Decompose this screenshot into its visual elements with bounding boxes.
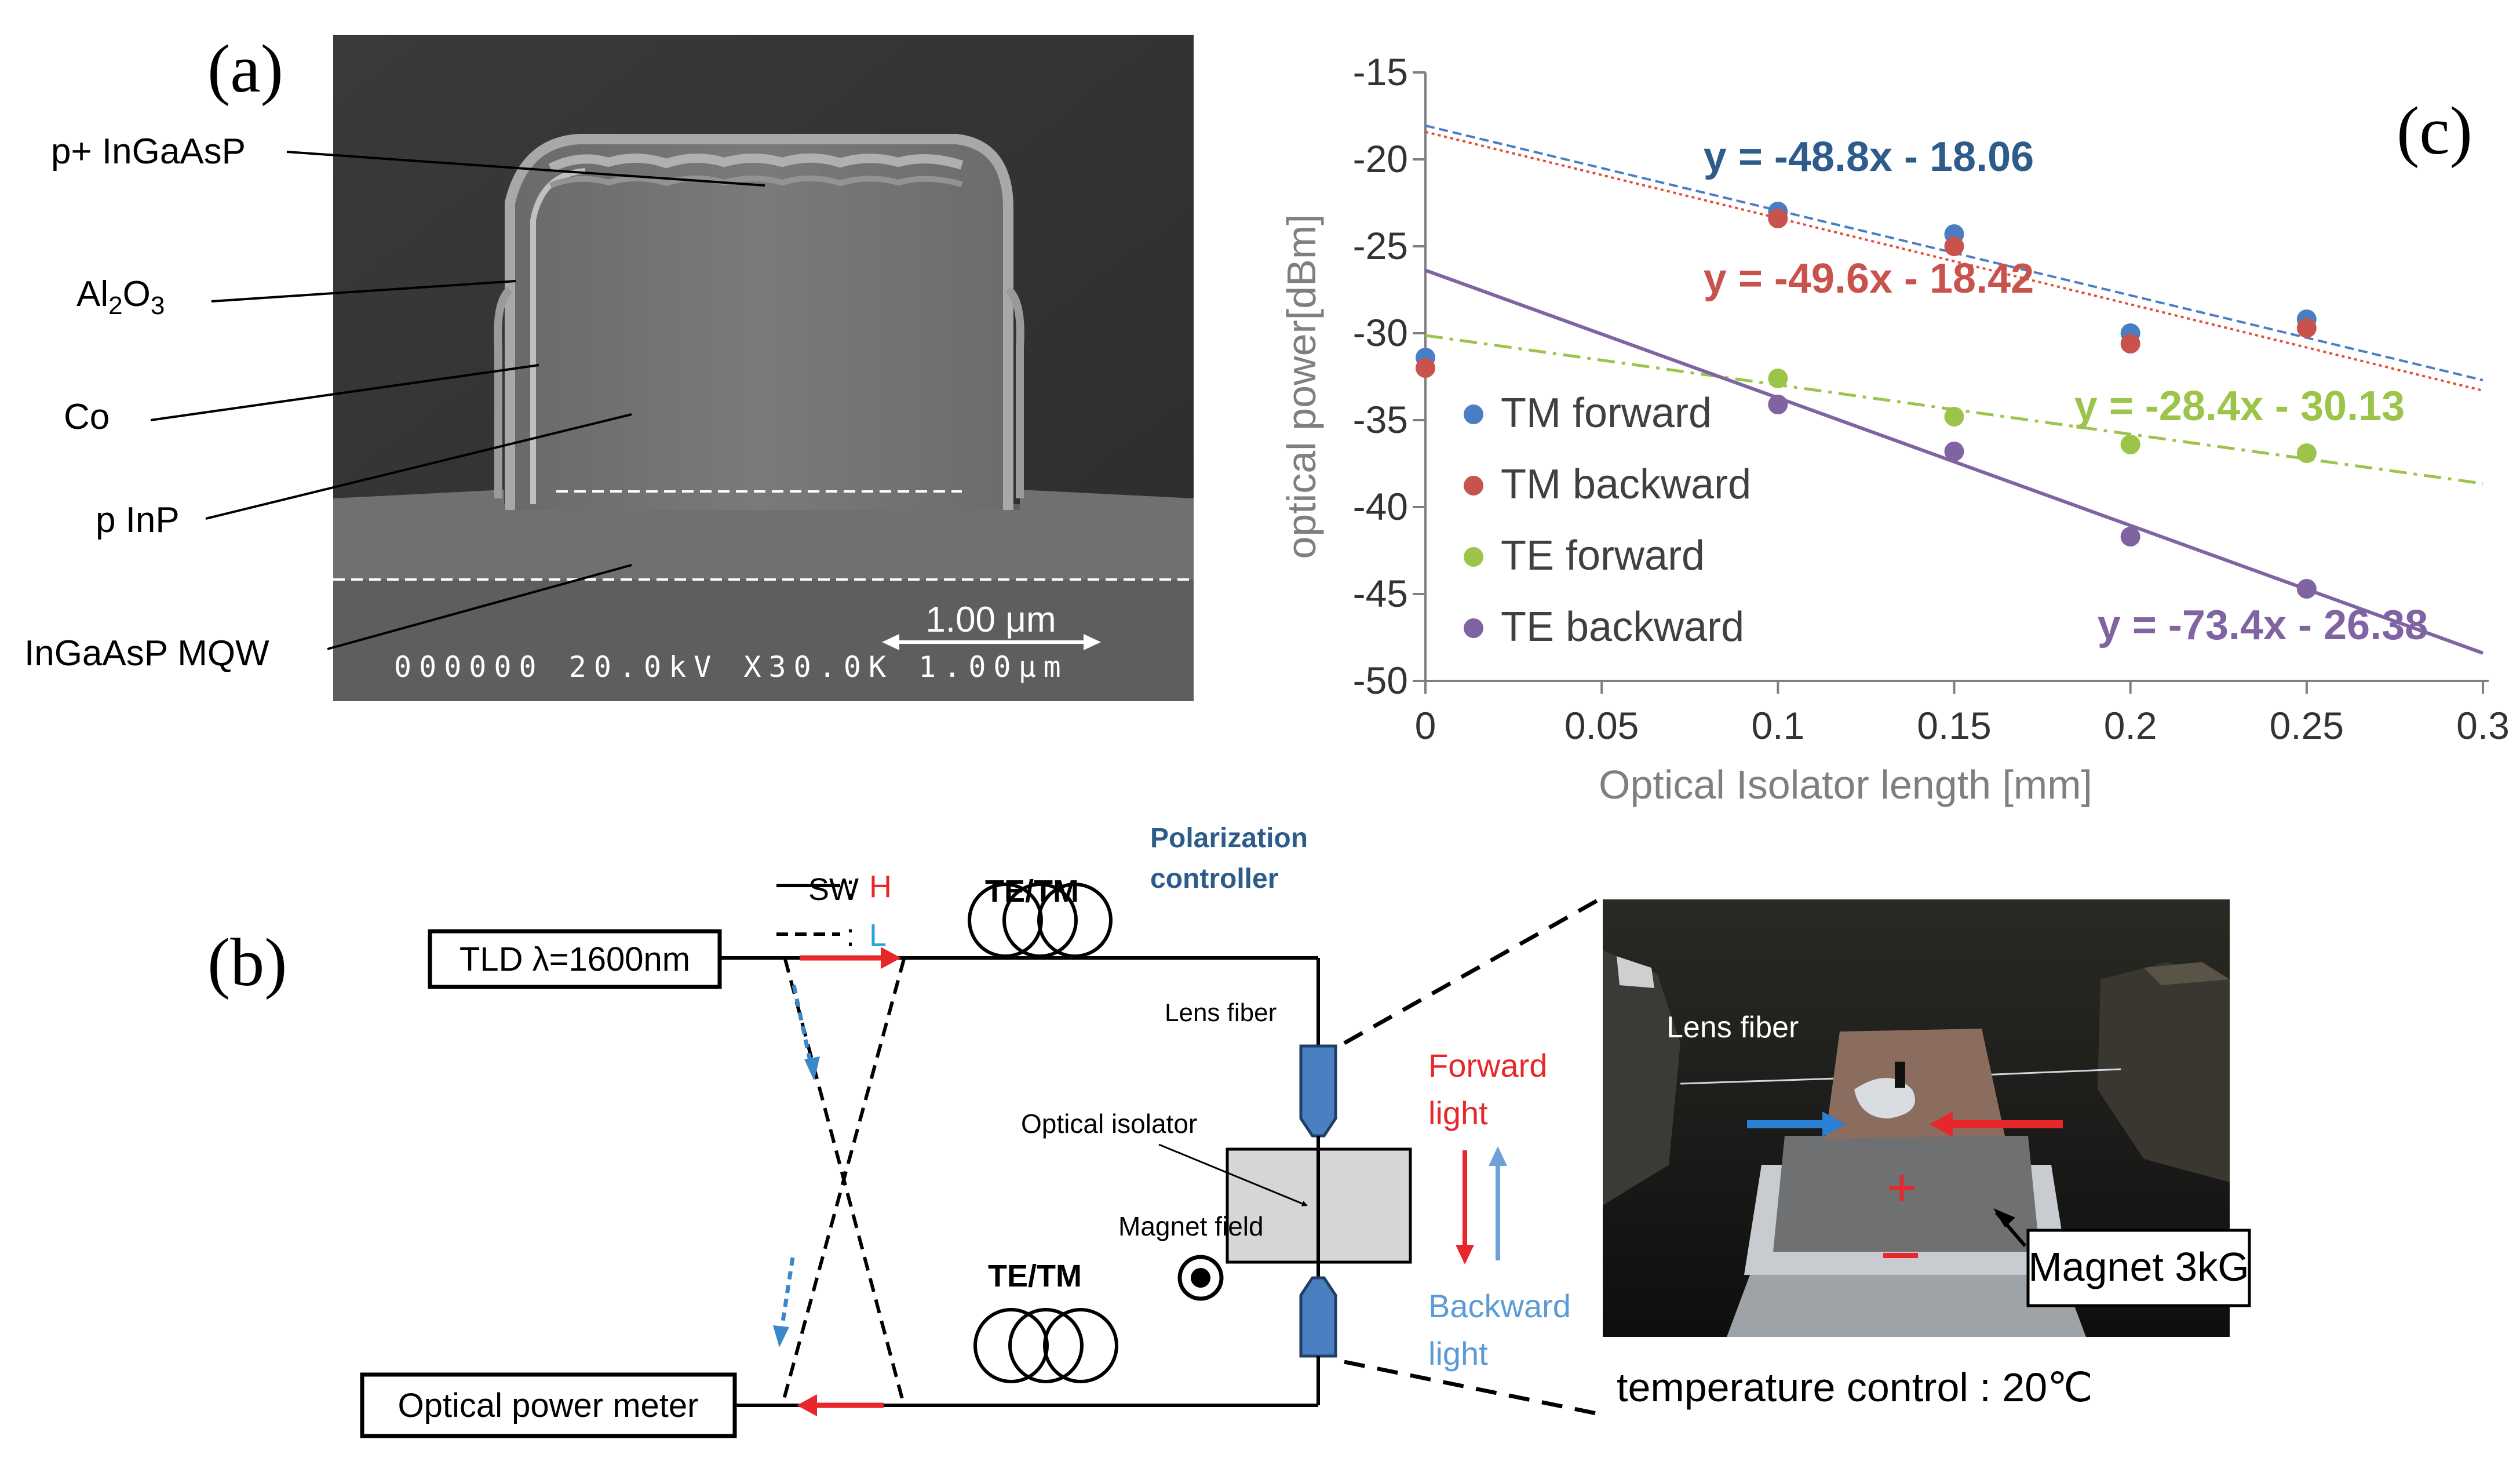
fit-line-tm-backward — [1425, 130, 2483, 392]
x-tick-label: 0 — [1415, 704, 1436, 747]
legend-l-key: : — [846, 918, 855, 953]
data-point-tm-backward — [2296, 318, 2317, 338]
legend-l: L — [869, 918, 887, 953]
x-tick-label: 0.1 — [1751, 704, 1804, 747]
backward-label-1: Backward — [1428, 1288, 1571, 1324]
device-photo: + Lens fiber Magnet 3kG — [1603, 899, 2251, 1337]
x-tick-label: 0.25 — [2270, 704, 2344, 747]
lens-fiber-bottom — [1299, 1276, 1337, 1358]
y-tick-label: -35 — [1353, 398, 1408, 441]
legend-h-key: : — [846, 869, 855, 904]
fiber-coil-bottom — [973, 1308, 1118, 1383]
data-point-te-backward — [1768, 395, 1788, 414]
data-point-te-forward — [2120, 435, 2140, 454]
tld-box — [428, 929, 722, 989]
setup-schematic: SW : H : L TE/TM Polarization controller… — [360, 823, 1600, 1438]
scale-bar: 1.00 μm — [882, 600, 1101, 650]
optical-isolator-label: Optical isolator — [1021, 1109, 1197, 1139]
temperature-label: temperature control : 20℃ — [1617, 1365, 2093, 1410]
fit-equation-label: y = -49.6x - 18.42 — [1704, 256, 2034, 302]
y-tick-label: -20 — [1353, 137, 1408, 180]
magnet-plus-icon: + — [1887, 1159, 1917, 1217]
label-co: Co — [64, 397, 110, 437]
x-tick-label: 0.05 — [1564, 704, 1639, 747]
data-point-te-backward — [1944, 442, 1964, 461]
magnet-label-box — [2026, 1229, 2251, 1307]
pol-controller-line1: Polarization — [1150, 823, 1308, 854]
panel-label-c: (c) — [2397, 93, 2472, 169]
lens-fiber-label: Lens fiber — [1165, 998, 1277, 1027]
pol-controller-line2: controller — [1150, 863, 1278, 894]
photo-lens-fiber-label: Lens fiber — [1666, 1011, 1799, 1044]
x-tick-label: 0.15 — [1917, 704, 1991, 747]
legend-marker — [1464, 404, 1483, 424]
x-tick-label: 0.3 — [2456, 704, 2510, 747]
data-point-te-backward — [2120, 527, 2140, 546]
x-tick-label: 0.2 — [2104, 704, 2157, 747]
fit-equation-label: y = -73.4x - 26.38 — [2098, 602, 2428, 648]
data-point-te-forward — [1768, 369, 1788, 388]
legend-entry: TM backward — [1501, 461, 1751, 508]
sem-image: 1.00 μm 000000 20.0kV X30.0K 1.00μm — [333, 35, 1194, 701]
data-point-tm-backward — [1768, 209, 1788, 228]
tetm-top-label: TE/TM — [985, 874, 1079, 909]
data-point-te-forward — [1944, 407, 1964, 427]
data-point-tm-backward — [1944, 236, 1964, 256]
y-tick-label: -25 — [1353, 224, 1408, 267]
y-tick-label: -15 — [1353, 50, 1408, 93]
power-meter-box — [360, 1372, 737, 1438]
legend-entry: TE backward — [1501, 604, 1744, 650]
fit-equation-label: y = -28.4x - 30.13 — [2074, 383, 2405, 429]
label-al2o3: Al2O3 — [76, 274, 165, 320]
forward-label-2: light — [1428, 1095, 1488, 1131]
y-tick-label: -50 — [1353, 659, 1408, 702]
tetm-bottom-label: TE/TM — [988, 1259, 1082, 1293]
scalebar-label: 1.00 μm — [925, 600, 1056, 640]
data-point-te-forward — [2296, 443, 2317, 463]
y-tick-label: -30 — [1353, 311, 1408, 354]
magnet-field-symbol-icon — [1177, 1255, 1224, 1301]
chart-ylabel: optical power[dBm] — [1279, 214, 1324, 559]
fit-equation-label: y = -48.8x - 18.06 — [1704, 134, 2034, 180]
sem-annotations: p+ InGaAsP Al2O3 Co p InP InGaAsP MQW — [24, 132, 765, 673]
sem-info-bar: 000000 20.0kV X30.0K 1.00μm — [394, 650, 1068, 684]
data-point-tm-backward — [2120, 334, 2140, 354]
panel-label-b: (b) — [207, 924, 287, 1000]
panel-label-a: (a) — [207, 31, 283, 107]
legend-entry: TM forward — [1501, 390, 1712, 436]
backward-label-2: light — [1428, 1335, 1488, 1372]
label-p-plus-ingaasp: p+ InGaAsP — [51, 132, 246, 172]
magnet-field-label: Magnet field — [1118, 1211, 1264, 1241]
data-point-te-backward — [2296, 579, 2317, 599]
data-point-tm-backward — [1416, 358, 1435, 378]
label-ingaasp-mqw: InGaAsP MQW — [24, 633, 269, 673]
sw-label: SW — [808, 872, 859, 907]
magnet-minus-icon — [1883, 1253, 1918, 1258]
legend-marker — [1464, 547, 1483, 567]
legend-marker — [1464, 618, 1483, 638]
legend-marker — [1464, 476, 1483, 495]
y-tick-label: -45 — [1353, 572, 1408, 615]
legend-h: H — [869, 869, 892, 904]
tld-label: TLD λ=1600nm — [459, 941, 690, 978]
lens-fiber-top — [1299, 1044, 1337, 1138]
chart-panel: (c) -15 -20 -25 -30 -35 -40 -45 -500 0.05 0.1 0.15… — [1279, 50, 2510, 807]
legend-entry: TE forward — [1501, 533, 1705, 579]
magnet-label: Magnet 3kG — [2028, 1244, 2249, 1289]
power-meter-label: Optical power meter — [398, 1387, 699, 1424]
chart-xlabel: Optical Isolator length [mm] — [1599, 762, 2092, 807]
label-p-inp: p InP — [96, 500, 180, 540]
forward-label-1: Forward — [1428, 1047, 1547, 1084]
y-tick-label: -40 — [1353, 485, 1408, 528]
